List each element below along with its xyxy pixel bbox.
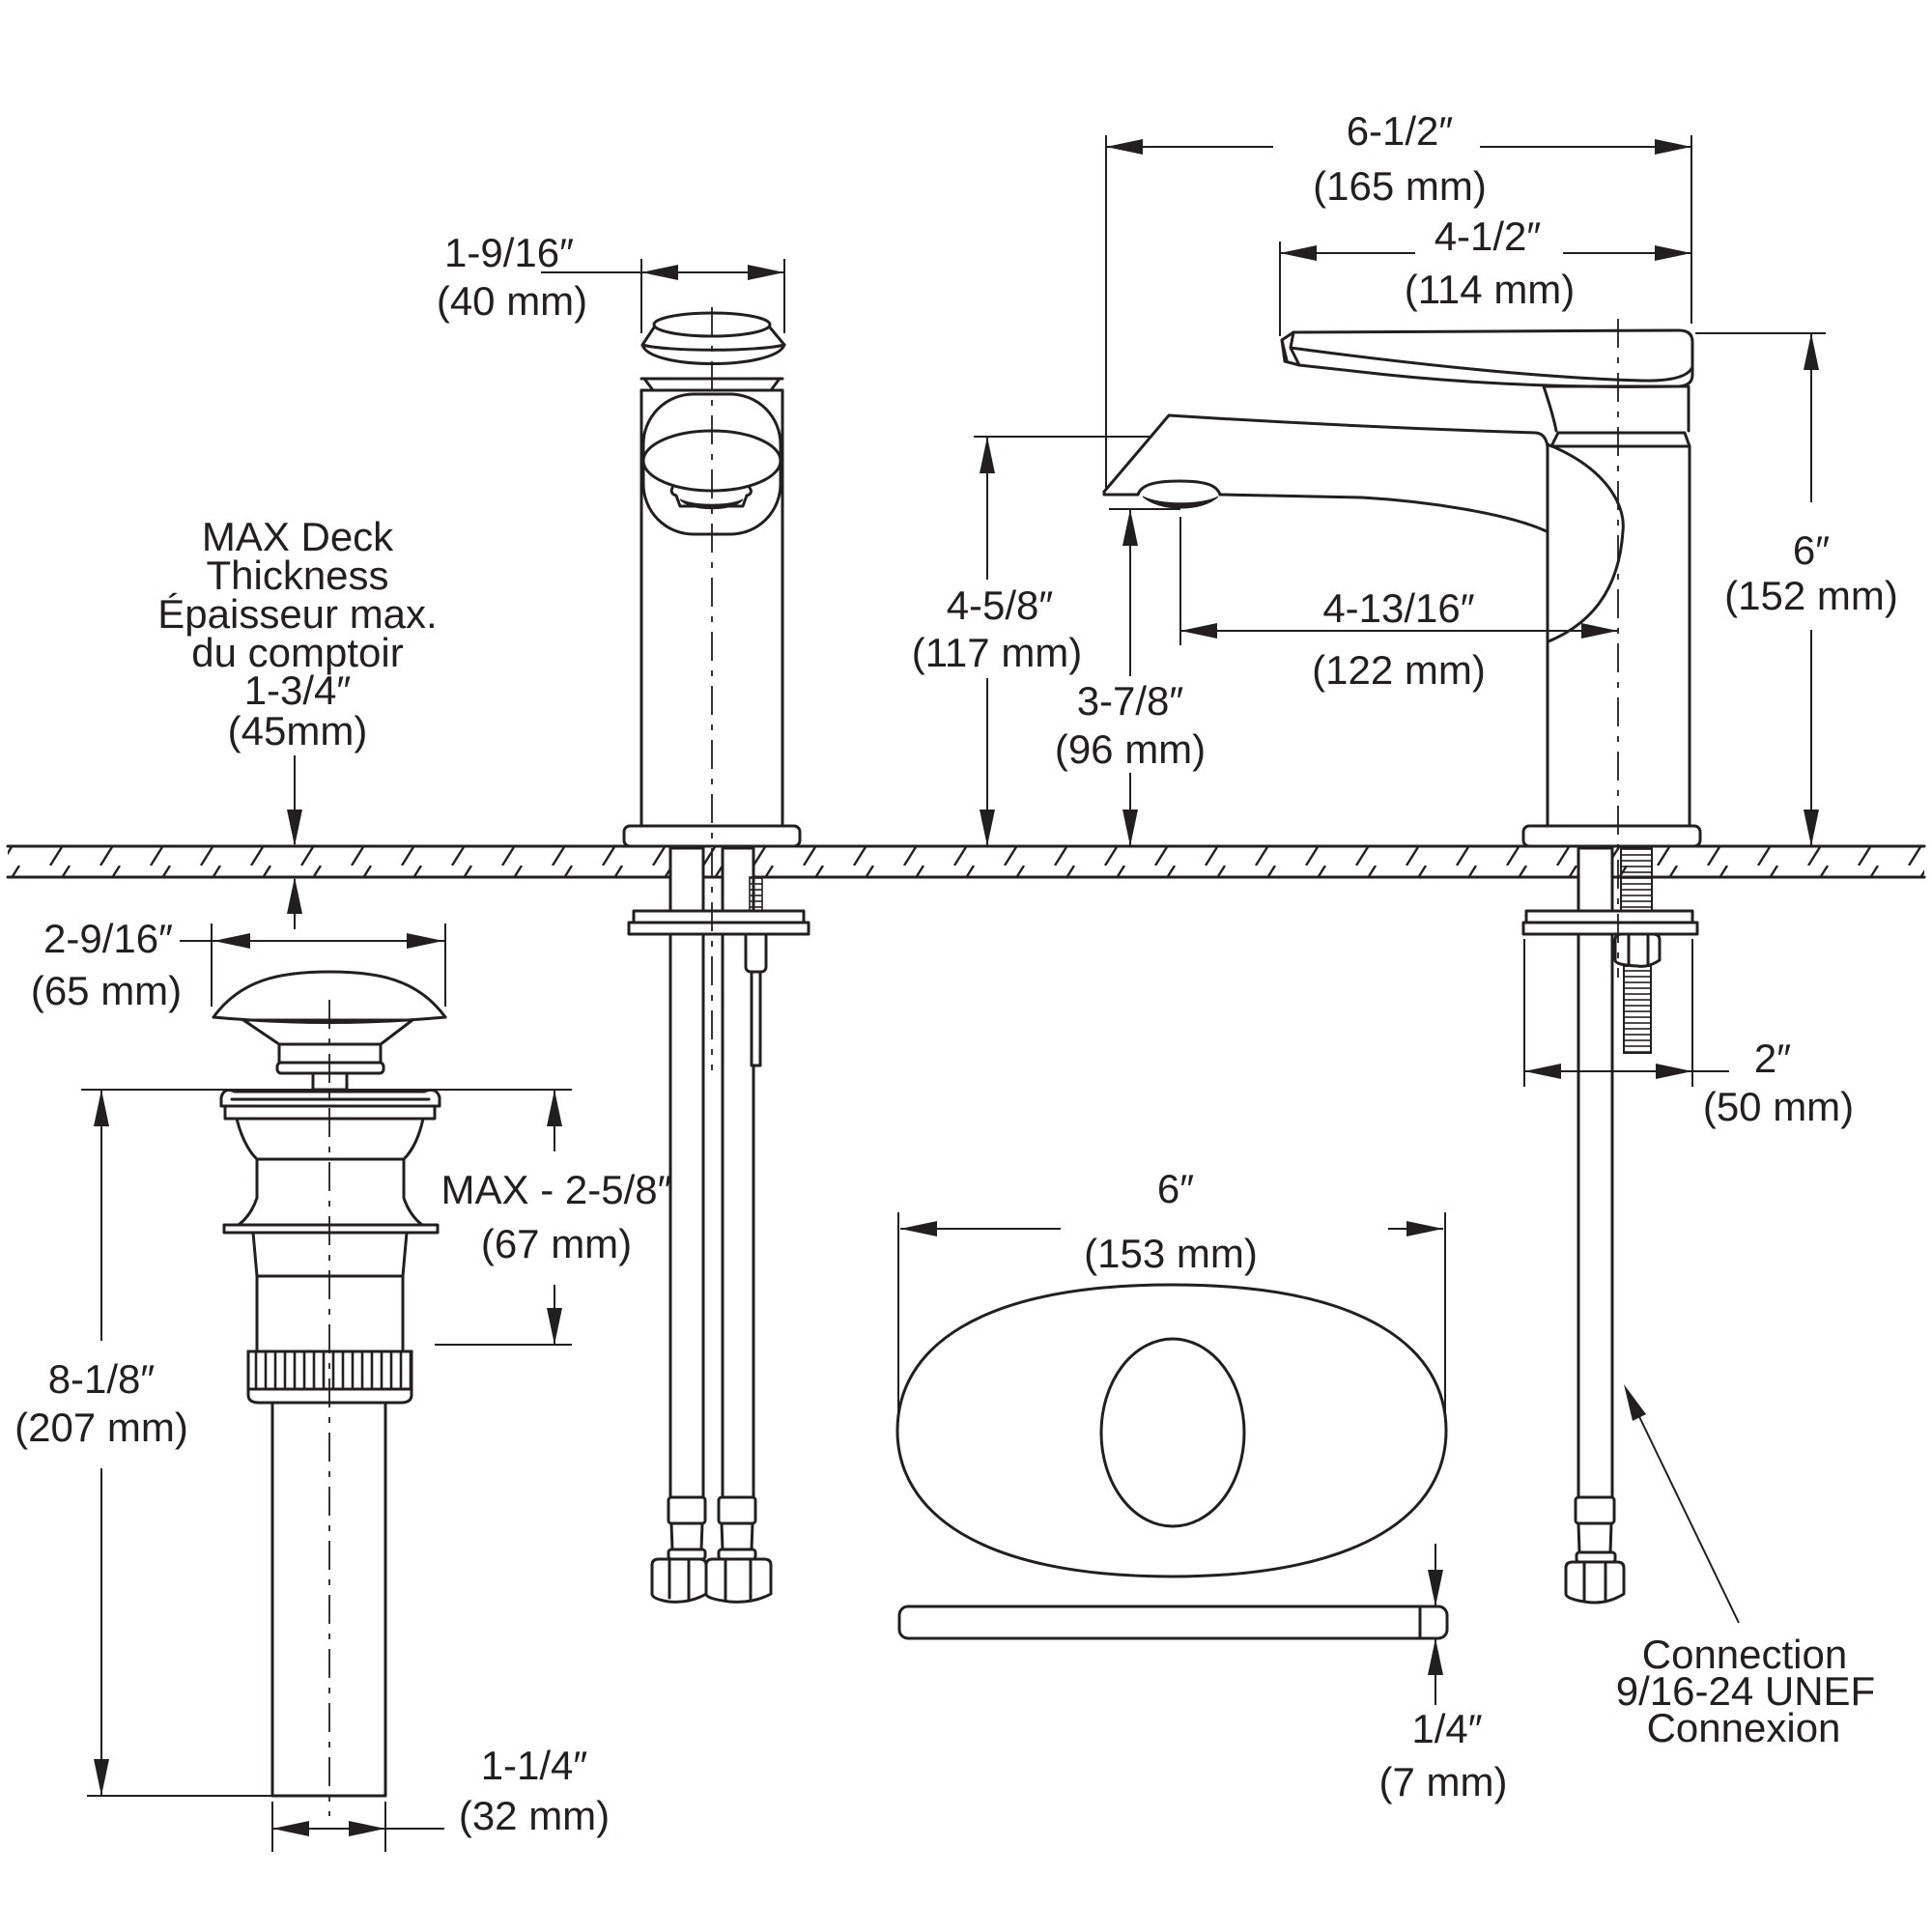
side-mounting-hardware: [1521, 846, 1699, 1605]
connection-line3: Connexion: [1647, 1705, 1841, 1750]
side-base-flange: [1521, 824, 1702, 848]
escutcheon-outline: [895, 1283, 1448, 1578]
dim-plate-width-mm: (153 mm): [1084, 1231, 1258, 1276]
dim-spout-reach-in: 6-1/2″: [1347, 108, 1454, 154]
dim-base-width-mm: (50 mm): [1703, 1084, 1854, 1129]
dim-drain-body-max-mm: (67 mm): [481, 1221, 632, 1266]
hose-left: [668, 846, 705, 1499]
max-deck-line5: 1-3/4″: [244, 668, 352, 713]
front-stud-clip: [744, 928, 768, 974]
faucet-side-view: [1102, 319, 1702, 1605]
faucet-front-view: [622, 307, 810, 1604]
dim-front-body-width: 1-9/16″ (40 mm): [437, 230, 785, 333]
max-deck-line1: MAX Deck: [202, 514, 394, 559]
dim-spout-height-in: 4-5/8″: [947, 582, 1054, 628]
dim-plate-width-in: 6″: [1157, 1166, 1194, 1211]
dim-drain-cap-width: 2-9/16″ (65 mm): [31, 916, 446, 1013]
dim-tailpiece-dia-in: 1-1/4″: [481, 1743, 588, 1788]
dim-spout-height-mm: (117 mm): [912, 630, 1083, 675]
dim-plate-thickness-in: 1/4″: [1411, 1706, 1482, 1751]
dim-drain-body-max-in: MAX - 2-5/8″: [441, 1167, 672, 1212]
side-hose-end: [1564, 1495, 1626, 1605]
note-connection: Connection 9/16-24 UNEF Connexion: [1616, 1384, 1875, 1750]
drain-body: [219, 1089, 441, 1798]
drain-assembly: [81, 970, 572, 1816]
hose-end-left: [650, 1495, 708, 1604]
dim-handle-length-in: 4-1/2″: [1435, 213, 1542, 259]
dim-spout-height: 4-5/8″ (117 mm): [912, 436, 1150, 846]
side-mount-nut: [1613, 932, 1662, 968]
dim-tailpiece-dia-mm: (32 mm): [459, 1793, 610, 1838]
side-mount-plate: [1521, 921, 1699, 936]
dim-drain-length-in: 8-1/8″: [48, 1356, 156, 1402]
dim-overall-height: 6″ (152 mm): [1695, 332, 1898, 846]
dim-drain-length: 8-1/8″ (207 mm): [14, 1090, 272, 1797]
dim-aerator-height-in: 3-7/8″: [1077, 678, 1184, 724]
front-body-sides: [639, 388, 784, 828]
max-deck-line2: Thickness: [206, 553, 388, 598]
dim-aerator-height-mm: (96 mm): [1055, 726, 1206, 772]
dim-handle-length: 4-1/2″ (114 mm): [1279, 213, 1691, 336]
escutcheon-hole: [1099, 1337, 1246, 1528]
note-max-deck-thickness: MAX Deck Thickness Épaisseur max. du com…: [157, 514, 438, 929]
side-spout: [1102, 413, 1549, 533]
max-deck-line6: (45mm): [228, 708, 368, 753]
dim-aerator-reach: 4-13/16″ (122 mm): [1179, 517, 1618, 693]
escutcheon-side-outline: [897, 1605, 1449, 1640]
escutcheon-side-view: [897, 1605, 1449, 1640]
front-handle: [639, 311, 786, 392]
front-threaded-stud: [749, 876, 763, 912]
side-stud-threads: [1623, 965, 1652, 1054]
dim-base-width-in: 2″: [1754, 1036, 1791, 1081]
dim-drain-cap-width-mm: (65 mm): [31, 968, 182, 1013]
front-mount-plate: [627, 921, 810, 936]
dim-plate-width: 6″ (153 mm): [897, 1166, 1446, 1422]
dim-tailpiece-dia: 1-1/4″ (32 mm): [271, 1743, 610, 1852]
dim-aerator-reach-in: 4-13/16″: [1322, 585, 1474, 631]
dim-overall-height-in: 6″: [1793, 527, 1830, 573]
dim-plate-thickness: 1/4″ (7 mm): [1379, 1544, 1508, 1804]
side-aerator: [1136, 479, 1222, 497]
dim-front-body-width-mm: (40 mm): [437, 278, 587, 324]
dim-drain-cap-width-in: 2-9/16″: [43, 916, 173, 961]
front-stud-rod: [750, 970, 762, 1067]
max-deck-line3: Épaisseur max.: [157, 591, 437, 637]
connection-line1: Connection: [1642, 1632, 1847, 1677]
dim-aerator-height: 3-7/8″ (96 mm): [1055, 508, 1206, 846]
side-aerator-screen: [1142, 496, 1219, 509]
dim-front-body-width-in: 1-9/16″: [444, 230, 574, 275]
front-aerator-screen: [679, 498, 744, 510]
max-deck-line4: du comptoir: [191, 630, 403, 675]
side-handle-lever: [1280, 328, 1694, 388]
spout-body-fillet: [1546, 442, 1625, 643]
dim-drain-body-max: MAX - 2-5/8″ (67 mm): [435, 1090, 672, 1346]
side-mount-plate-top: [1524, 909, 1694, 924]
front-mount-plate-top: [632, 909, 806, 924]
side-supply-hose: [1577, 846, 1614, 1499]
side-body: [1521, 384, 1702, 848]
dim-spout-reach: 6-1/2″ (165 mm): [1105, 108, 1692, 488]
dim-drain-length-mm: (207 mm): [14, 1405, 188, 1450]
connection-line2: 9/16-24 UNEF: [1616, 1668, 1875, 1714]
escutcheon-plan-view: [895, 1283, 1448, 1578]
hose-end-right: [704, 1495, 773, 1604]
dim-spout-reach-mm: (165 mm): [1313, 163, 1487, 209]
dim-overall-height-mm: (152 mm): [1724, 573, 1898, 618]
side-threaded-shank: [1620, 847, 1653, 912]
dim-aerator-reach-mm: (122 mm): [1312, 647, 1486, 693]
dim-plate-thickness-mm: (7 mm): [1379, 1759, 1508, 1804]
front-supply-hoses: [627, 846, 810, 1604]
dim-base-width: 2″ (50 mm): [1523, 939, 1854, 1129]
dim-handle-length-mm: (114 mm): [1405, 267, 1576, 312]
